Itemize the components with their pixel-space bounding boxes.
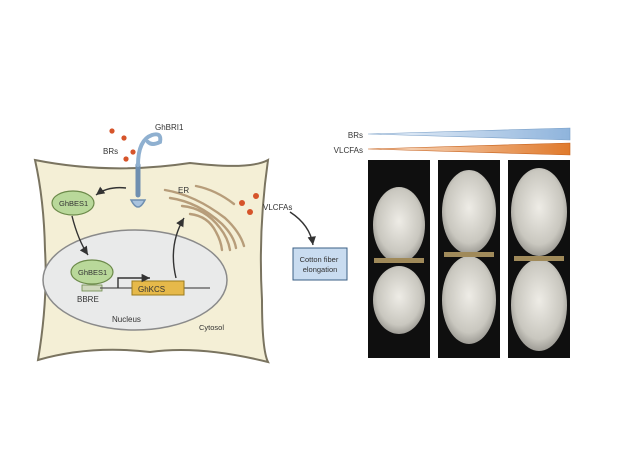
ghbes1-cytoplasm-shape <box>51 190 95 216</box>
arrow-bes1-into-nucleus <box>71 215 89 256</box>
label-er: ER <box>178 186 189 195</box>
transcription-arrow <box>117 273 150 288</box>
photo-panel-3 <box>508 160 570 358</box>
label-process: Cotton fiber elongation <box>300 255 341 274</box>
endoplasmic-reticulum <box>163 184 246 252</box>
ghkcs-gene-box <box>131 280 185 296</box>
br-gradient-wedge <box>367 127 571 141</box>
label-brs: BRs <box>103 147 118 156</box>
vlcfa-dots <box>239 193 259 215</box>
arrow-gene-to-er <box>172 217 185 279</box>
label-vlcfas: VLCFAs <box>263 203 292 212</box>
nucleus <box>42 229 228 331</box>
label-ghbes1-nuc: GhBES1 <box>78 268 107 277</box>
legend-label-brs: BRs <box>348 131 363 140</box>
receptor-ghbri1 <box>129 132 163 208</box>
legend-label-vlcfas: VLCFAs <box>334 146 363 155</box>
br-ligand-dots <box>109 128 136 162</box>
label-nucleus: Nucleus <box>112 315 141 324</box>
bbre-element <box>81 284 103 292</box>
label-ghkcs: GhKCS <box>138 285 165 294</box>
pathway-arrows <box>71 186 316 279</box>
process-box <box>292 247 348 281</box>
arrow-vlcfa-to-process <box>289 211 316 246</box>
label-ghbri1: GhBRI1 <box>155 123 184 132</box>
photo-panel-1 <box>368 160 430 358</box>
vlcfa-gradient-wedge <box>367 142 571 156</box>
label-cytosol: Cytosol <box>199 323 224 332</box>
photo-panel-2 <box>438 160 500 358</box>
arrow-receptor-to-bes1 <box>95 186 127 196</box>
label-ghbes1-cyto: GhBES1 <box>59 199 88 208</box>
ghbes1-nucleus-shape <box>70 259 114 285</box>
label-bbre: BBRE <box>77 295 99 304</box>
